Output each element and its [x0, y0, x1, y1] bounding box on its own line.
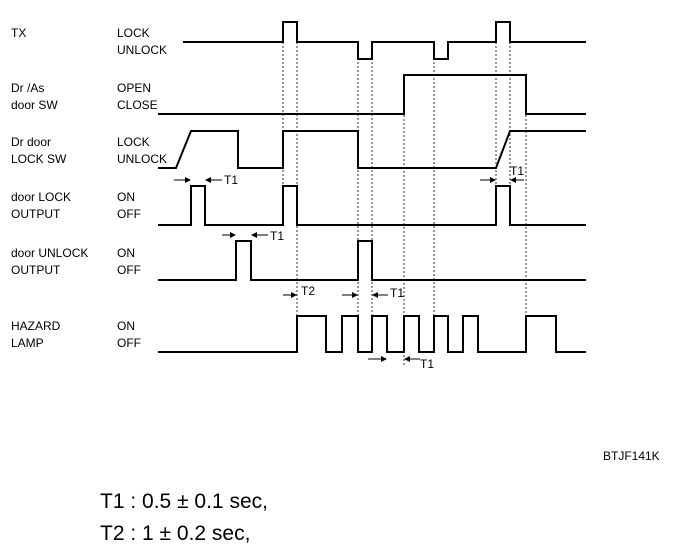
legend-row-t1: T1 : 0.5 ± 0.1 sec, [100, 486, 268, 518]
t1-label: T1 [224, 173, 238, 187]
waveforms [158, 21, 586, 353]
state-labels: LOCK UNLOCK OPEN CLOSE LOCK UNLOCK ON OF… [117, 26, 167, 350]
timing-legend: T1 : 0.5 ± 0.1 sec, T2 : 1 ± 0.2 sec, [100, 486, 268, 550]
t2-label: T2 [301, 284, 315, 298]
arrowhead-icon [510, 177, 516, 183]
lock-sw-waveform [158, 130, 586, 169]
arrowhead-icon [372, 292, 378, 298]
unlock-output-high-label: ON [117, 246, 135, 260]
t1-label: T1 [510, 164, 524, 178]
hazard-low-label: OFF [117, 336, 141, 350]
timing-markers: T1 T1 T1 T2 T1 T1 [174, 164, 524, 371]
legend-t1-value: 0.5 ± 0.1 sec, [142, 490, 268, 513]
arrowhead-icon [404, 356, 410, 362]
lock-sw-name-line1: Dr door [11, 135, 51, 149]
door-sw-low-label: CLOSE [117, 98, 158, 112]
door-sw-high-label: OPEN [117, 81, 151, 95]
t1-label: T1 [390, 286, 404, 300]
hazard-name-line1: HAZARD [11, 319, 61, 333]
door-sw-waveform [158, 74, 586, 115]
door-sw-name-line2: door SW [11, 98, 58, 112]
door-sw-name-line1: Dr /As [11, 81, 44, 95]
legend-row-t2: T2 : 1 ± 0.2 sec, [100, 518, 268, 550]
arrowhead-icon [251, 232, 257, 238]
arrowhead-icon [291, 292, 297, 298]
tx-high-label: LOCK [117, 26, 150, 40]
legend-separator: : [124, 522, 143, 545]
arrowhead-icon [205, 177, 211, 183]
hazard-waveform [158, 315, 586, 353]
unlock-output-name-line2: OUTPUT [11, 263, 61, 277]
tx-name: TX [11, 26, 26, 40]
guide-lines [282, 22, 527, 366]
signal-names: TX Dr /As door SW Dr door LOCK SW door L… [11, 26, 88, 350]
tx-waveform [183, 21, 586, 60]
arrowhead-icon [490, 177, 496, 183]
legend-t2-value: 1 ± 0.2 sec, [142, 522, 251, 545]
lock-sw-name-line2: LOCK SW [11, 152, 67, 166]
figure-code: BTJF141K [603, 449, 660, 463]
lock-output-name-line1: door LOCK [11, 190, 71, 204]
lock-output-low-label: OFF [117, 207, 141, 221]
lock-output-waveform [158, 185, 586, 226]
lock-output-high-label: ON [117, 190, 135, 204]
unlock-output-low-label: OFF [117, 263, 141, 277]
legend-t2-name: T2 [100, 522, 125, 545]
arrowhead-icon [381, 356, 387, 362]
tx-low-label: UNLOCK [117, 43, 167, 57]
arrowhead-icon [230, 232, 236, 238]
unlock-output-waveform [158, 240, 586, 281]
hazard-name-line2: LAMP [11, 336, 44, 350]
hazard-high-label: ON [117, 319, 135, 333]
lock-output-name-line2: OUTPUT [11, 207, 61, 221]
unlock-output-name-line1: door UNLOCK [11, 246, 88, 260]
t1-label: T1 [420, 357, 434, 371]
lock-sw-low-label: UNLOCK [117, 152, 167, 166]
legend-separator: : [124, 490, 143, 513]
t1-label: T1 [270, 229, 284, 243]
legend-t1-name: T1 [100, 490, 125, 513]
arrowhead-icon [352, 292, 358, 298]
lock-sw-high-label: LOCK [117, 135, 150, 149]
arrowhead-icon [185, 177, 191, 183]
